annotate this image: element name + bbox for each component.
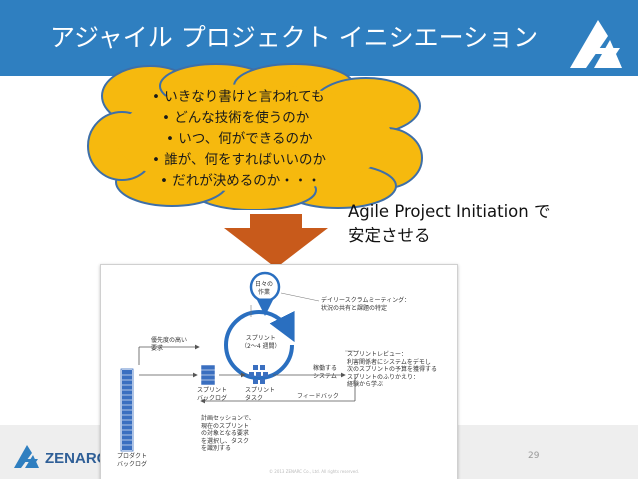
working-system-label: 稼働するシステム (313, 365, 338, 380)
callout-line: Agile Project Initiation で (348, 202, 551, 221)
sprint-review-label: スプリントレビュー：利害関係者にシステムをデモし次のスプリントの予算を獲得するス… (347, 351, 438, 388)
daily-scrum-label: デイリースクラムミーティング：状況の共有と課題の特定 (321, 297, 411, 312)
sprint-task-label: スプリントタスク (245, 387, 276, 402)
scrum-diagram: 日々の作業 デイリースクラムミーティング：状況の共有と課題の特定 スプリント（2… (100, 264, 458, 479)
concern-item: • いきなり書けと言われても (152, 89, 325, 105)
concern-item: • どんな技術を使うのか (162, 110, 310, 126)
footer-brand: ZENARC (45, 450, 108, 467)
zenarc-mark-icon (14, 445, 39, 468)
feedback-label: フィードバック (297, 393, 339, 400)
sprint-label: スプリント（2～4 週間） (241, 335, 281, 350)
planning-label: 計画セッションで、現在のスプリントの対象となる要求を選択し、タスクを識別する (201, 415, 255, 452)
concern-list: • いきなり書けと言われても • どんな技術を使うのか • いつ、何ができるのか… (152, 87, 402, 192)
daily-work-label: 日々の作業 (255, 281, 274, 296)
callout-text: Agile Project Initiation で 安定させる (348, 200, 550, 248)
down-arrow-icon (224, 214, 328, 268)
footer-logo: ZENARC (14, 445, 108, 468)
concern-item: • だれが決めるのか・・・ (160, 173, 321, 189)
product-backlog-label: プロダクトバックログ (117, 453, 148, 468)
sprint-backlog-label: スプリントバックログ (197, 387, 228, 402)
zenarc-logo-icon (570, 20, 622, 68)
concern-cloud (87, 63, 423, 210)
concern-item: • 誰が、何をすればいいのか (152, 152, 326, 168)
title-bar: アジャイル プロジェクト イニシエーション (0, 0, 638, 76)
scrum-flow-icon (120, 271, 356, 452)
high-priority-label: 優先度の高い要求 (151, 337, 188, 352)
slide-title: アジャイル プロジェクト イニシエーション (50, 23, 539, 52)
concern-item: • いつ、何ができるのか (166, 131, 313, 147)
copyright-text: © 2013 ZENARC Co., Ltd. All rights reser… (269, 469, 360, 474)
callout-line: 安定させる (348, 226, 431, 245)
page-number: 29 (528, 451, 540, 461)
